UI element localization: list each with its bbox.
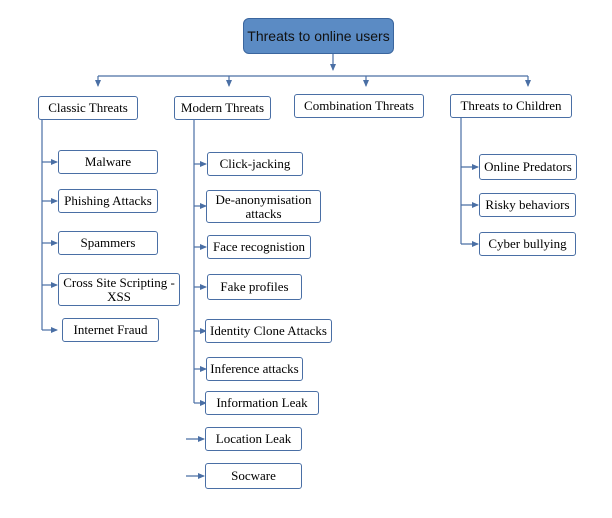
leaf-inference-attacks: Inference attacks <box>206 357 303 381</box>
category-modern-threats: Modern Threats <box>174 96 271 120</box>
leaf-socware: Socware <box>205 463 302 489</box>
leaf-internet-fraud: Internet Fraud <box>62 318 159 342</box>
leaf-information-leak: Information Leak <box>205 391 319 415</box>
leaf-spammers: Spammers <box>58 231 158 255</box>
leaf-fake-profiles: Fake profiles <box>207 274 302 300</box>
category-classic-threats: Classic Threats <box>38 96 138 120</box>
leaf-risky-behaviors: Risky behaviors <box>479 193 576 217</box>
root-node: Threats to online users <box>243 18 394 54</box>
leaf-cyber-bullying: Cyber bullying <box>479 232 576 256</box>
leaf-click-jacking: Click-jacking <box>207 152 303 176</box>
leaf-phishing-attacks: Phishing Attacks <box>58 189 158 213</box>
leaf-cross-site-scripting: Cross Site Scripting - XSS <box>58 273 180 306</box>
leaf-identity-clone-attacks: Identity Clone Attacks <box>205 319 332 343</box>
leaf-location-leak: Location Leak <box>205 427 302 451</box>
leaf-de-anonymisation-attacks: De-anonymisation attacks <box>206 190 321 223</box>
category-combination-threats: Combination Threats <box>294 94 424 118</box>
category-threats-to-children: Threats to Children <box>450 94 572 118</box>
leaf-malware: Malware <box>58 150 158 174</box>
leaf-face-recognition: Face recognistion <box>207 235 311 259</box>
leaf-online-predators: Online Predators <box>479 154 577 180</box>
